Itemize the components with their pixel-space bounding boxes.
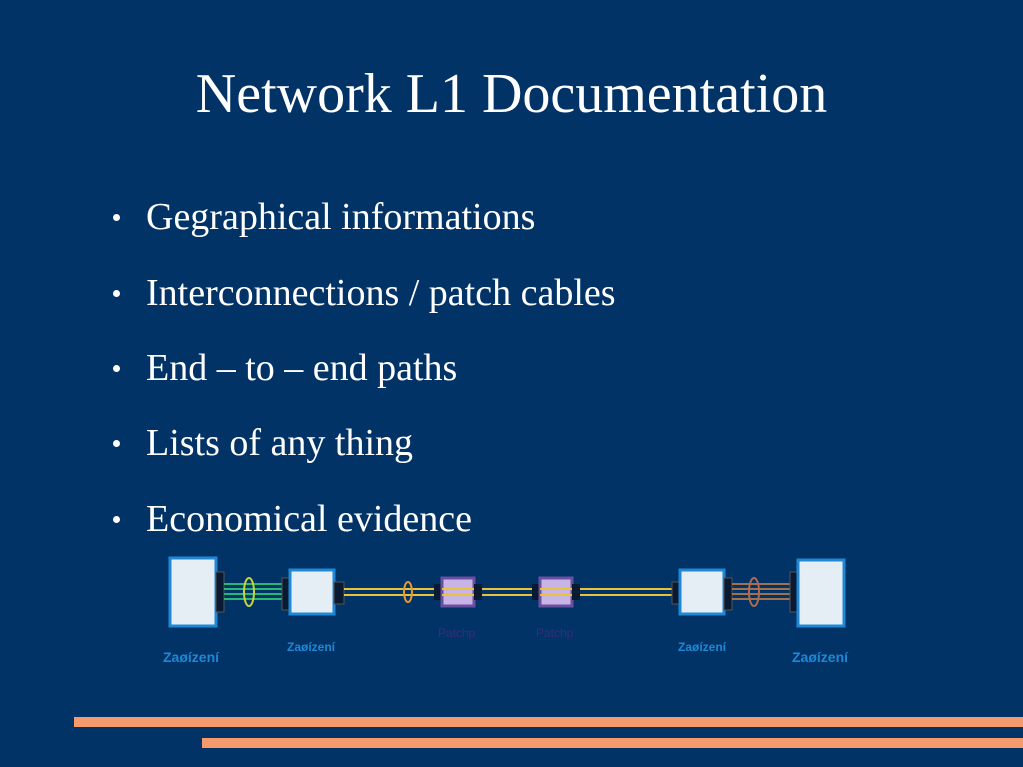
bullet-text: Gegraphical informations	[146, 196, 536, 238]
accent-stripe-top	[74, 717, 1023, 727]
bullet-text: Lists of any thing	[146, 422, 414, 464]
device-port	[215, 571, 225, 613]
brown-cable-bundle	[732, 577, 790, 607]
patch-panel-2	[532, 576, 580, 608]
device-label: Zaøízení	[163, 649, 220, 665]
bullet-item: End – to – end paths	[0, 343, 900, 393]
bullet-list: Gegraphical informations Interconnection…	[0, 192, 900, 544]
bullet-item: Interconnections / patch cables	[0, 268, 900, 318]
device-4	[678, 568, 726, 616]
device-label: Zaøízení	[287, 640, 336, 654]
device-label: Zaøízení	[678, 640, 727, 654]
bullet-dot-icon	[113, 440, 120, 447]
yellow-cable-1	[344, 581, 434, 603]
slide-title: Network L1 Documentation	[195, 63, 828, 125]
bullet-text: Economical evidence	[146, 498, 473, 540]
bullet-dot-icon	[113, 365, 120, 372]
patch-panel-1	[434, 576, 482, 608]
yellow-cable-3	[580, 588, 672, 596]
patch-label: Patchp	[438, 626, 476, 640]
device-port	[723, 577, 733, 611]
green-cable-bundle	[224, 577, 282, 607]
end-device-left	[168, 556, 218, 628]
bullet-dot-icon	[113, 214, 120, 221]
patch-label: Patchp	[536, 626, 574, 640]
end-device-right	[796, 558, 846, 628]
bullet-dot-icon	[113, 516, 120, 523]
bullet-item: Lists of any thing	[0, 418, 900, 468]
yellow-cable-2	[482, 588, 532, 596]
bullet-item: Gegraphical informations	[0, 192, 900, 242]
device-2	[288, 568, 336, 616]
bullet-text: Interconnections / patch cables	[146, 272, 616, 314]
device-port	[333, 581, 345, 605]
accent-stripe-bottom	[202, 738, 1023, 748]
bullet-dot-icon	[113, 290, 120, 297]
bullet-item: Economical evidence	[0, 494, 900, 544]
bullet-text: End – to – end paths	[146, 347, 458, 389]
device-label: Zaøízení	[792, 649, 849, 665]
